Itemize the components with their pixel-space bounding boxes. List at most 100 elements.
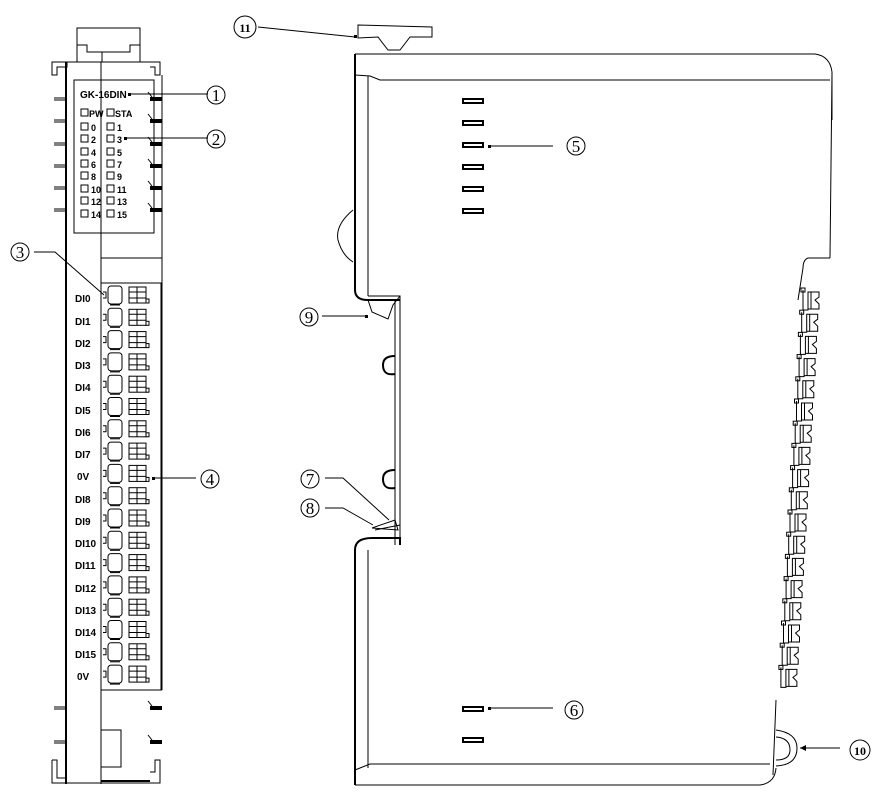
callout-5: 5: [566, 136, 586, 156]
svg-text:0V: 0V: [77, 672, 90, 683]
side-terminal: [799, 309, 819, 333]
svg-text:DI14: DI14: [75, 628, 97, 639]
upper-vent-slots: [462, 98, 484, 214]
side-terminal: [788, 487, 808, 511]
side-terminal: [797, 331, 817, 355]
terminal-row: [103, 441, 150, 462]
callout-9: 9: [299, 307, 319, 327]
side-terminal: [794, 398, 813, 422]
terminal-row: [103, 642, 150, 663]
led-panel: [73, 79, 155, 234]
callout-2: 2: [206, 129, 226, 149]
led-pw: [80, 108, 89, 117]
svg-text:PW: PW: [89, 109, 104, 119]
callout-11: 11: [233, 15, 257, 39]
callouts: 1 2 3 4 5 6 7 8 9 10 11: [10, 15, 871, 761]
svg-text:4: 4: [91, 148, 96, 158]
svg-text:14: 14: [91, 210, 101, 220]
right-tabs: [147, 91, 163, 744]
side-terminal: [783, 576, 803, 600]
terminal-row: [103, 486, 150, 507]
svg-text:STA: STA: [115, 109, 133, 119]
terminal-row: [103, 285, 150, 306]
svg-text:0: 0: [91, 123, 96, 133]
svg-text:5: 5: [572, 137, 581, 156]
side-terminal: [779, 642, 799, 666]
svg-text:1: 1: [117, 123, 122, 133]
terminal-row: [103, 664, 150, 685]
terminal-row: [103, 419, 150, 440]
svg-text:9: 9: [305, 308, 314, 327]
svg-text:3: 3: [16, 243, 25, 262]
svg-text:DI13: DI13: [75, 606, 97, 617]
svg-text:DI9: DI9: [75, 517, 91, 528]
side-terminal: [796, 354, 816, 378]
side-view: [337, 24, 833, 786]
side-terminal: [781, 620, 800, 644]
terminal-row: [103, 307, 150, 328]
svg-text:0V: 0V: [77, 472, 90, 483]
side-terminal: [791, 442, 811, 466]
terminal-row: [103, 330, 150, 351]
svg-text:10: 10: [91, 185, 101, 195]
led-sta: [106, 108, 115, 117]
svg-text:DI4: DI4: [75, 383, 91, 394]
svg-text:8: 8: [306, 499, 315, 518]
side-terminal: [795, 376, 815, 400]
svg-text:DI7: DI7: [75, 450, 91, 461]
terminal-row: [103, 575, 150, 596]
svg-text:7: 7: [306, 470, 315, 489]
svg-text:10: 10: [854, 744, 866, 758]
svg-text:DI10: DI10: [75, 539, 97, 550]
svg-text:6: 6: [570, 701, 579, 720]
side-terminal: [787, 509, 807, 533]
callout-10: 10: [849, 739, 871, 761]
svg-text:DI8: DI8: [75, 495, 91, 506]
svg-text:DI1: DI1: [75, 317, 91, 328]
side-terminal: [784, 553, 804, 577]
callout-4: 4: [200, 469, 220, 489]
terminal-row: [103, 553, 150, 574]
svg-text:DI0: DI0: [75, 294, 91, 305]
svg-text:1: 1: [212, 86, 221, 105]
left-tabs: [54, 97, 66, 744]
svg-text:4: 4: [206, 470, 215, 489]
terminal-row: [103, 620, 150, 640]
svg-text:11: 11: [239, 21, 250, 35]
terminal-row: [103, 397, 150, 417]
callout-7: 7: [300, 469, 320, 489]
svg-text:DI5: DI5: [75, 406, 91, 417]
side-terminals: [778, 287, 820, 688]
svg-text:7: 7: [117, 160, 122, 170]
svg-text:2: 2: [91, 135, 96, 145]
side-terminal: [790, 465, 810, 489]
svg-text:8: 8: [91, 172, 96, 182]
side-terminal: [800, 287, 820, 311]
lower-vent-slots: [462, 706, 484, 743]
svg-text:15: 15: [117, 210, 127, 220]
terminal-row: [103, 508, 150, 529]
svg-text:5: 5: [117, 148, 122, 158]
front-view: GK-16DIN PW STA 0 1 2 3 4 5 6 7 8 9 10 1…: [51, 27, 208, 784]
svg-text:6: 6: [91, 160, 96, 170]
terminal-row: [103, 463, 150, 484]
terminal-row: [103, 352, 150, 373]
side-terminal: [782, 598, 802, 622]
side-terminal: [778, 664, 798, 688]
svg-text:DI15: DI15: [75, 650, 97, 661]
terminal-row: [103, 530, 150, 551]
svg-text:2: 2: [212, 130, 221, 149]
svg-text:13: 13: [117, 197, 127, 207]
svg-text:3: 3: [117, 135, 122, 145]
side-terminal: [786, 531, 806, 555]
terminal-row: [103, 597, 150, 618]
model-label: GK-16DIN: [80, 90, 127, 101]
svg-text:DI3: DI3: [75, 361, 91, 372]
top-release-lever: [357, 24, 433, 51]
svg-text:9: 9: [117, 172, 122, 182]
side-terminal: [792, 420, 812, 444]
svg-text:DI2: DI2: [75, 339, 91, 350]
led-indicators: PW STA 0 1 2 3 4 5 6 7 8 9 10 11 12 13 1…: [80, 108, 133, 220]
terminal-rows: [103, 285, 150, 685]
callout-6: 6: [564, 700, 584, 720]
